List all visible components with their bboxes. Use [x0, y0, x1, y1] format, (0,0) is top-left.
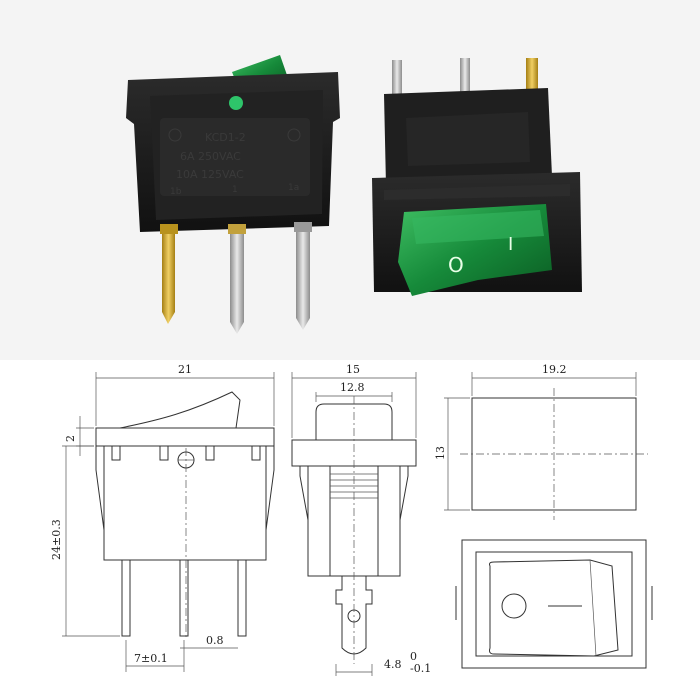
dim-cutout-width: 19.2 [542, 363, 567, 376]
pin-label-1a: 1a [288, 183, 299, 193]
pin-label-1: 1 [232, 185, 238, 195]
rating-marking-2: 10A 125VAC [176, 168, 244, 181]
dim-flange-height: 2 [64, 435, 77, 442]
front-view: 15 12.8 4.8 0 -0.1 [291, 363, 431, 676]
dim-rocker-width: 12.8 [340, 381, 365, 394]
top-view [455, 539, 653, 669]
model-marking: KCD1-2 [205, 131, 246, 144]
left-switch: KCD1-2 6A 250VAC 10A 125VAC 1b 1 1a [126, 55, 340, 334]
product-photo: KCD1-2 6A 250VAC 10A 125VAC 1b 1 1a O I [0, 0, 700, 360]
dimension-drawing: 21 2 24±0.3 7±0.1 0.8 [0, 360, 700, 700]
dim-side-height: 24±0.3 [50, 519, 63, 560]
rating-marking-1: 6A 250VAC [180, 150, 241, 163]
cutout-view: 19.2 13 [434, 363, 648, 520]
dim-tolerance-upper: 0 [410, 650, 417, 663]
rocker-symbol-off: O [448, 253, 464, 277]
pin-label-1b: 1b [170, 187, 182, 197]
side-view: 21 2 24±0.3 7±0.1 0.8 [50, 363, 275, 672]
dim-front-width: 15 [346, 363, 360, 376]
off-symbol-icon [501, 593, 527, 619]
rocker-symbol-on: I [508, 234, 513, 255]
dim-pin-pitch: 7±0.1 [134, 652, 168, 665]
right-switch: O I [372, 58, 582, 296]
dim-terminal-width: 4.8 [384, 658, 402, 671]
dim-cutout-height: 13 [434, 446, 447, 460]
dim-pin-thickness: 0.8 [206, 634, 224, 647]
dim-side-width: 21 [178, 363, 192, 376]
dim-tolerance-lower: -0.1 [410, 662, 431, 675]
